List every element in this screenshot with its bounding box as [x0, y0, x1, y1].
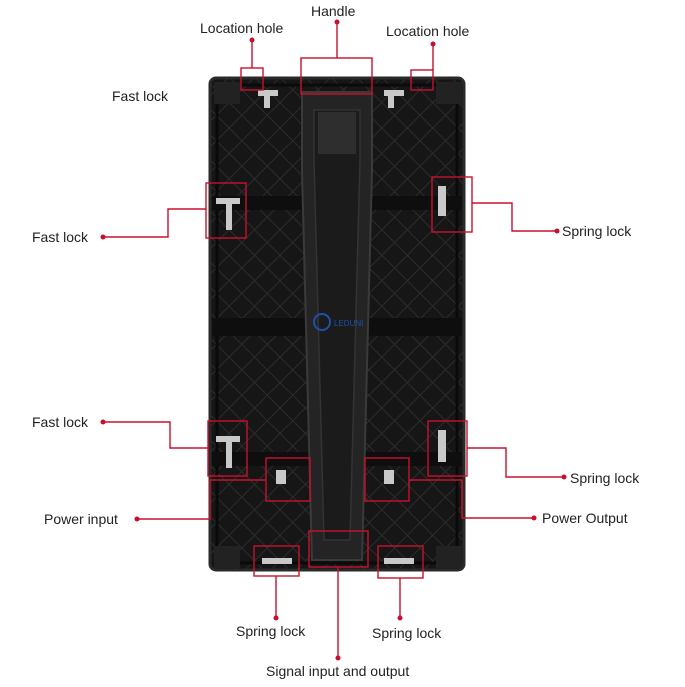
handle-grip	[318, 112, 356, 154]
label-signal: Signal input and output	[266, 663, 410, 679]
power-input-socket	[276, 470, 286, 484]
dot-location-hole-right	[430, 41, 436, 47]
fast-lock-mid-arm	[226, 200, 232, 230]
label-power-output: Power Output	[542, 510, 628, 526]
dot-spring-lock-bottom-left	[273, 615, 279, 621]
logo-mark-icon	[313, 313, 331, 331]
corner-bottom-right	[436, 546, 462, 568]
leader-power-output	[409, 479, 534, 519]
lock-hardware	[216, 90, 446, 564]
spring-lock-bottom-body	[438, 430, 446, 462]
fast-lock-top-right-arm	[388, 90, 394, 108]
label-power-input: Power input	[44, 511, 118, 527]
power-output-socket	[384, 470, 394, 484]
label-spring-lock-bottom-right: Spring lock	[372, 625, 442, 641]
dot-signal	[335, 655, 341, 661]
dot-handle	[334, 19, 340, 25]
label-fast-lock-top: Fast lock	[112, 88, 169, 104]
dot-fast-lock-bottom	[100, 419, 106, 425]
label-handle: Handle	[311, 3, 356, 19]
fast-lock-top-arm	[264, 90, 270, 108]
dot-spring-lock-right-bottom	[561, 474, 567, 480]
corner-top-right	[436, 82, 462, 104]
callout-layer	[103, 22, 564, 658]
callout-dots	[100, 19, 567, 661]
spring-lock-bottom-left-body	[262, 558, 292, 564]
fast-lock-bottom-arm	[226, 438, 232, 468]
callout-box-spring-lock-right-top	[431, 176, 473, 233]
corner-bottom-left	[214, 546, 240, 568]
spine-inner	[313, 109, 361, 541]
label-fast-lock-bottom: Fast lock	[32, 414, 89, 430]
dot-fast-lock-mid	[100, 234, 106, 240]
dot-location-hole-left	[249, 37, 255, 43]
logo-text: LEDUNI	[334, 319, 363, 328]
callout-box-fast-lock-mid	[205, 182, 247, 239]
label-spring-lock-right-bottom: Spring lock	[570, 470, 640, 486]
label-fast-lock-mid: Fast lock	[32, 229, 89, 245]
dot-power-input	[134, 516, 140, 522]
leader-fast-lock-mid	[103, 208, 206, 238]
label-location-hole-left: Location hole	[200, 20, 284, 36]
dot-spring-lock-bottom-right	[397, 615, 403, 621]
leader-spring-lock-right-top	[472, 202, 557, 232]
leader-spring-lock-right-bottom	[467, 447, 564, 478]
leader-power-input	[137, 479, 266, 520]
label-spring-lock-bottom-left: Spring lock	[236, 623, 306, 639]
label-spring-lock-right-top: Spring lock	[562, 223, 632, 239]
label-location-hole-right: Location hole	[386, 23, 470, 39]
leader-fast-lock-bottom	[103, 421, 208, 449]
dot-spring-lock-right-top	[554, 228, 560, 234]
dot-power-output	[531, 515, 537, 521]
spring-lock-top-body	[438, 186, 446, 216]
cabinet-body: LEDUNI	[208, 76, 466, 572]
corner-top-left	[214, 82, 240, 104]
spring-lock-bottom-right-body	[384, 558, 414, 564]
callout-box-location-hole-right	[410, 69, 434, 91]
